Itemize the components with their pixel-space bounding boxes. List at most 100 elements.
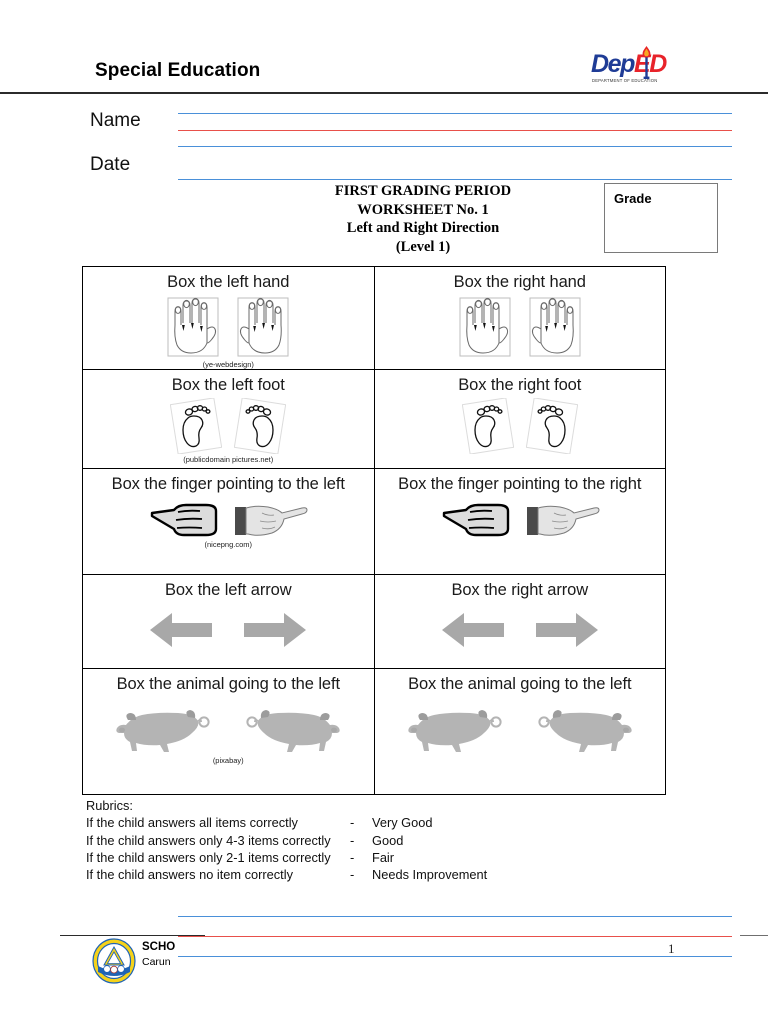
worksheet-cell-right-foot[interactable]: Box the right foot — [373, 369, 666, 469]
image-credit — [89, 650, 368, 659]
right-footprint-icon[interactable] — [525, 398, 578, 454]
title-line-level: (Level 1) — [395, 238, 451, 255]
arrow-right-icon[interactable] — [242, 611, 308, 649]
right-footprint-icon[interactable] — [234, 398, 287, 454]
image-credit — [381, 756, 660, 765]
figure-group — [89, 611, 368, 649]
cell-prompt: Box the left hand — [167, 273, 290, 291]
worksheet-cell-finger-left[interactable]: Box the finger pointing to the left — [82, 468, 375, 575]
rubric-item: If the child answers only 2-1 items corr… — [86, 849, 487, 866]
name-label: Name — [90, 110, 141, 131]
hand-pointing-left-icon[interactable] — [440, 499, 516, 539]
table-row: Box the left arrow Box the right arrow — [82, 574, 666, 669]
rubric-condition: If the child answers no item correctly — [86, 867, 293, 883]
cell-prompt: Box the animal going to the left — [408, 675, 632, 693]
name-rule-middle[interactable] — [178, 130, 732, 131]
left-footprint-icon[interactable] — [170, 398, 223, 454]
rubric-dash: - — [350, 867, 355, 883]
header-divider — [0, 92, 768, 94]
table-row: Box the finger pointing to the left — [82, 468, 666, 575]
rubric-item: If the child answers all items correctly… — [86, 814, 487, 831]
hand-pointing-right-icon[interactable] — [524, 499, 600, 539]
left-hand-outline-icon[interactable] — [165, 295, 221, 359]
image-credit: (publicdomain pictures.net) — [183, 455, 274, 464]
date-label: Date — [90, 154, 131, 175]
left-hand-outline-icon[interactable] — [457, 295, 513, 359]
footer-school-place: Carun — [142, 956, 171, 968]
right-hand-outline-icon[interactable] — [527, 295, 583, 359]
figure-group — [381, 499, 660, 539]
cell-prompt: Box the left arrow — [164, 581, 292, 599]
worksheet-cell-arrow-left[interactable]: Box the left arrow — [82, 574, 375, 669]
arrow-right-icon[interactable] — [534, 611, 600, 649]
footer-school-name: SCHO — [142, 941, 176, 953]
rubrics-heading: Rubrics: — [86, 798, 133, 813]
pig-facing-left-icon[interactable] — [404, 705, 512, 755]
arrow-left-icon[interactable] — [148, 611, 214, 649]
figure-group — [381, 295, 660, 359]
deped-word-ed: ED — [634, 50, 667, 78]
hand-pointing-right-icon[interactable] — [232, 499, 308, 539]
table-row: Box the animal going to the left — [82, 668, 666, 795]
rubric-mark: Needs Improvement — [372, 867, 488, 883]
rubric-condition: If the child answers only 2-1 items corr… — [86, 849, 331, 865]
cell-prompt: Box the animal going to the left — [116, 675, 340, 693]
footer-school-info: SCHO Carun — [142, 940, 180, 969]
image-credit: (pixabay) — [212, 756, 244, 765]
rubric-mark: Very Good — [372, 815, 433, 831]
worksheet-cell-animal-right[interactable]: Box the animal going to the left — [373, 668, 666, 795]
image-credit — [381, 540, 660, 549]
figure-group — [381, 705, 660, 755]
figure-group — [89, 499, 368, 539]
worksheet-title-block: FIRST GRADING PERIOD WORKSHEET No. 1 Lef… — [258, 182, 588, 256]
name-rule-top[interactable] — [178, 113, 732, 114]
footer-divider-right — [740, 935, 768, 936]
date-rule[interactable] — [178, 179, 732, 180]
figure-group — [89, 398, 368, 454]
rubric-dash: - — [350, 849, 355, 865]
table-row: Box the left hand — [82, 266, 666, 370]
name-rule-bottom[interactable] — [178, 146, 732, 147]
worksheet-cell-right-hand[interactable]: Box the right hand — [373, 266, 666, 370]
rubrics-section: Rubrics: If the child answers all items … — [86, 797, 487, 883]
school-seal-icon — [92, 938, 136, 984]
right-hand-outline-icon[interactable] — [235, 295, 291, 359]
footer-divider-left — [60, 935, 205, 936]
pig-facing-right-icon[interactable] — [236, 705, 344, 755]
pig-facing-right-icon[interactable] — [528, 705, 636, 755]
hand-pointing-left-icon[interactable] — [148, 499, 224, 539]
image-credit — [381, 360, 660, 369]
worksheet-cell-left-hand[interactable]: Box the left hand — [82, 266, 375, 370]
rubric-condition: If the child answers all items correctly — [86, 815, 298, 831]
worksheet-cell-finger-right[interactable]: Box the finger pointing to the right — [373, 468, 666, 575]
worksheet-cell-animal-left[interactable]: Box the animal going to the left — [82, 668, 375, 795]
worksheet-table: Box the left hand — [82, 266, 666, 795]
grade-box[interactable]: Grade — [604, 183, 718, 253]
image-credit: (ye-webdesign) — [202, 360, 254, 369]
deped-logo-subtitle: DEPARTMENT OF EDUCATION — [592, 78, 658, 83]
page-header: Special Education DepED DEPARTMENT OF ED… — [0, 0, 768, 96]
deped-word-dep: Dep — [591, 50, 635, 78]
cell-prompt: Box the right arrow — [451, 581, 589, 599]
cell-prompt: Box the finger pointing to the left — [111, 475, 345, 493]
left-footprint-icon[interactable] — [461, 398, 514, 454]
rubric-item: If the child answers no item correctly -… — [86, 866, 487, 883]
table-row: Box the left foot — [82, 369, 666, 469]
cell-prompt: Box the right foot — [458, 376, 582, 394]
grade-box-label: Grade — [614, 191, 652, 206]
figure-group — [381, 611, 660, 649]
torch-icon — [642, 46, 651, 79]
page-title: Special Education — [95, 60, 261, 81]
deped-logo: DepED DEPARTMENT OF EDUCATION — [591, 46, 691, 90]
rubric-mark: Good — [372, 832, 404, 848]
arrow-left-icon[interactable] — [440, 611, 506, 649]
rubric-mark: Fair — [372, 849, 395, 865]
worksheet-cell-left-foot[interactable]: Box the left foot — [82, 369, 375, 469]
title-line-grading-period: FIRST GRADING PERIOD — [334, 183, 512, 199]
cell-prompt: Box the left foot — [171, 376, 285, 394]
pig-facing-left-icon[interactable] — [112, 705, 220, 755]
worksheet-cell-arrow-right[interactable]: Box the right arrow — [373, 574, 666, 669]
image-credit — [381, 455, 660, 464]
rubric-dash: - — [350, 832, 355, 848]
rubric-condition: If the child answers only 4-3 items corr… — [86, 832, 331, 848]
